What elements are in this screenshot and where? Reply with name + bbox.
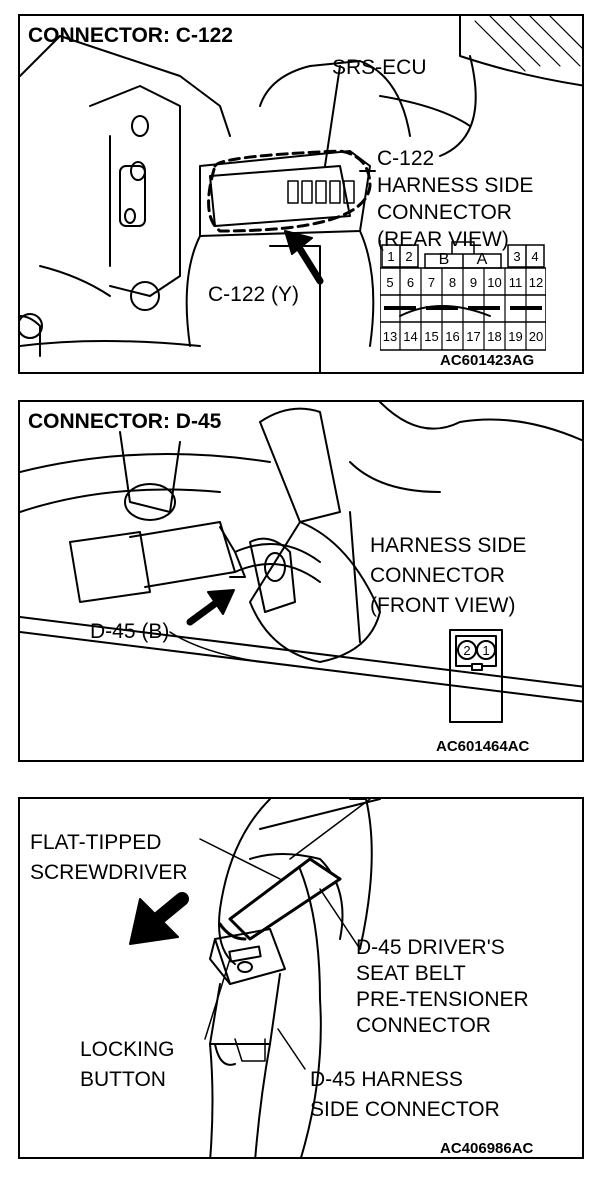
figure-code: AC601423AG (440, 352, 535, 369)
harness-label-line2: HARNESS SIDE (377, 174, 534, 197)
pin-1: 1 (387, 249, 395, 264)
tool-label-line2: SCREWDRIVER (30, 861, 188, 884)
figure-code: AC406986AC (440, 1140, 534, 1157)
d45-label-line4: CONNECTOR (356, 1014, 491, 1037)
pin-8: 8 (448, 275, 457, 290)
side-connector-label-line1: D-45 HARNESS (310, 1068, 463, 1091)
pin-2: 2 (463, 643, 471, 658)
d45-label-line3: PRE-TENSIONER (356, 988, 529, 1011)
pin-12: 12 (528, 275, 544, 290)
d45-label-line2: SEAT BELT (356, 962, 466, 985)
pin-16: 16 (445, 329, 460, 344)
pin-5: 5 (386, 275, 394, 290)
pin-10: 10 (487, 275, 502, 290)
pin-15: 15 (424, 329, 439, 344)
disconnect-line-drawing (129, 799, 381, 1157)
pin-2: 2 (405, 249, 413, 264)
pin-grid: 1 2 B A 3 4 5 6 7 8 9 10 11 12 13 14 15 … (380, 240, 546, 354)
connector-color-label: D-45 (B) (90, 620, 170, 643)
pin-19: 19 (508, 329, 523, 344)
pin-13: 13 (382, 329, 398, 344)
panel-title: CONNECTOR: D-45 (28, 410, 222, 433)
pin-11: 11 (508, 275, 523, 290)
d45-label-line1: D-45 DRIVER'S (356, 936, 505, 959)
figure-code: AC601464AC (436, 738, 530, 755)
panel-disconnect-procedure: FLAT-TIPPED SCREWDRIVER D-45 DRIVER'S SE… (18, 797, 584, 1159)
harness-label-line1: C-122 (377, 147, 435, 170)
locking-label-line2: BUTTON (80, 1068, 166, 1091)
harness-label-line2: CONNECTOR (370, 564, 505, 587)
harness-label-line3: (FRONT VIEW) (370, 594, 516, 617)
harness-label-line1: HARNESS SIDE (370, 534, 527, 557)
pin-3: 3 (513, 249, 521, 264)
pin-18: 18 (487, 329, 502, 344)
connector-color-label: C-122 (Y) (208, 283, 300, 306)
harness-label-line3: CONNECTOR (377, 201, 512, 224)
pin-9: 9 (469, 275, 478, 290)
pin-7: 7 (427, 275, 436, 290)
side-connector-label-line2: SIDE CONNECTOR (310, 1098, 500, 1121)
locking-label-line1: LOCKING (80, 1038, 175, 1061)
pin-14: 14 (403, 329, 418, 344)
pin-17: 17 (466, 329, 481, 344)
panel-connector-c122: CONNECTOR: C-122 SRS-ECU C-122 HARNESS S… (18, 14, 584, 374)
c122-line-drawing (20, 16, 582, 372)
d45-line-drawing (20, 402, 582, 723)
pin-a: A (476, 251, 488, 268)
panel-title: CONNECTOR: C-122 (28, 24, 233, 47)
srs-ecu-label: SRS-ECU (332, 56, 427, 79)
pin-b: B (438, 251, 450, 268)
panel-connector-d45: CONNECTOR: D-45 HARNESS SIDE CONNECTOR (… (18, 400, 584, 762)
pin-4: 4 (531, 249, 539, 264)
pin-6: 6 (406, 275, 415, 290)
pin-20: 20 (528, 329, 544, 344)
pin-1: 1 (482, 643, 490, 658)
tool-label-line1: FLAT-TIPPED (30, 831, 162, 854)
